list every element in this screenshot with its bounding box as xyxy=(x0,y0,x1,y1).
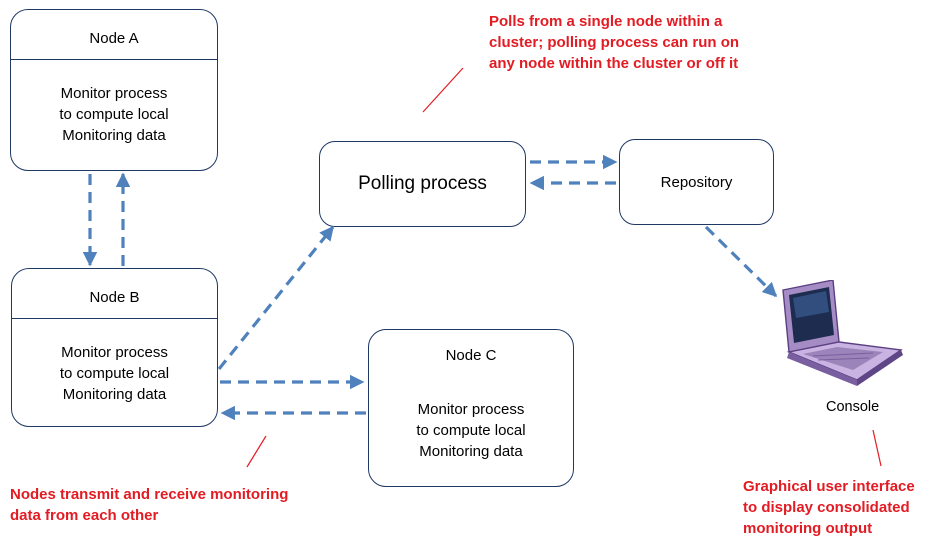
nodes-note-line-1: Nodes transmit and receive monitoring xyxy=(10,486,289,503)
console-note-line-3: monitoring output xyxy=(743,520,873,537)
node-c-line-3: Monitoring data xyxy=(419,443,523,460)
node-a-line-3: Monitoring data xyxy=(62,127,166,144)
laptop-icon xyxy=(782,280,903,386)
node-b-line-1: Monitor process xyxy=(61,344,168,361)
node-a-line-1: Monitor process xyxy=(60,85,168,102)
node-b-body: Monitor process to compute local Monitor… xyxy=(12,342,217,405)
node-a: Node A Monitor process to compute local … xyxy=(10,9,218,171)
polling-note-line-3: any node within the cluster or off it xyxy=(489,55,739,72)
arrow-b-to-polling xyxy=(217,225,335,371)
node-c-line-2: to compute local xyxy=(416,422,526,439)
node-a-body: Monitor process to compute local Monitor… xyxy=(11,83,217,146)
node-a-title: Node A xyxy=(89,30,139,47)
console-note-pointer xyxy=(872,429,882,467)
polling-note-pointer xyxy=(422,67,464,113)
console-note-line-2: to display consolidated xyxy=(743,499,910,516)
node-b-title: Node B xyxy=(89,289,140,306)
polling-note: Polls from a single node within a cluste… xyxy=(489,11,739,74)
repository-label: Repository xyxy=(660,173,733,191)
polling-process-label: Polling process xyxy=(358,173,487,194)
console-label: Console xyxy=(826,399,880,415)
node-c: Node C Monitor process to compute local … xyxy=(368,329,574,487)
node-b-divider xyxy=(12,318,217,319)
polling-note-line-1: Polls from a single node within a xyxy=(489,13,723,30)
console-note: Graphical user interface to display cons… xyxy=(743,476,915,539)
repository-box: Repository xyxy=(619,139,774,225)
node-b: Node B Monitor process to compute local … xyxy=(11,268,218,427)
arrow-repository-to-console xyxy=(704,225,778,298)
nodes-note-line-2: data from each other xyxy=(10,507,159,524)
node-c-body: Monitor process to compute local Monitor… xyxy=(369,399,573,462)
nodes-note-pointer xyxy=(246,435,267,468)
node-b-line-2: to compute local xyxy=(59,365,170,382)
polling-process-box: Polling process xyxy=(319,141,526,227)
node-b-line-3: Monitoring data xyxy=(62,386,167,403)
node-c-title: Node C xyxy=(445,347,497,364)
polling-note-line-2: cluster; polling process can run on xyxy=(489,34,740,51)
nodes-note: Nodes transmit and receive monitoring da… xyxy=(10,484,288,526)
node-c-line-1: Monitor process xyxy=(417,401,525,418)
node-a-divider xyxy=(11,59,217,60)
console-note-line-1: Graphical user interface xyxy=(743,478,915,495)
node-a-line-2: to compute local xyxy=(59,106,169,123)
